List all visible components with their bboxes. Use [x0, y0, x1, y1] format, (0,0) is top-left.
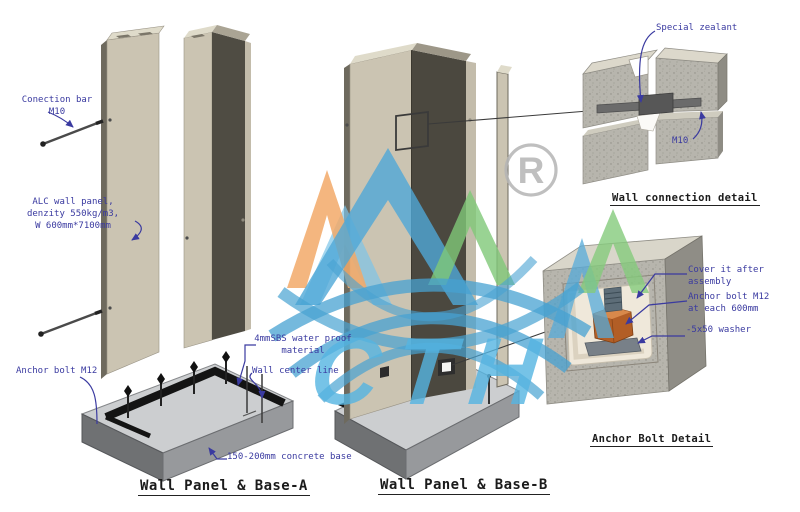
wall-panel-1 [101, 25, 165, 379]
anchor-bolt-label: Anchor bolt M12 [16, 366, 98, 376]
washer-label: -5x50 washer [686, 325, 752, 335]
cover-label: Cover it after assembly [688, 265, 764, 287]
wall-panel-2 [183, 25, 251, 349]
registered-r: R [518, 150, 545, 191]
connection-bar-label: Conection bar M10 [21, 95, 93, 117]
wall-center-line-label: Wall center line [252, 366, 339, 376]
watermark-text: CTH [306, 319, 560, 425]
connection-bar-rods [38, 119, 104, 337]
waterproof-label: 4mmSBS water proof material [254, 334, 352, 356]
anchor-detail-caption: Anchor Bolt Detail [590, 433, 714, 447]
m10-label: M10 [672, 136, 689, 146]
figure-a-art [38, 25, 295, 482]
figure-a-caption: Wall Panel & Base-A [138, 478, 310, 496]
wall-connection-caption: Wall connection detail [610, 192, 760, 206]
registered-trademark-icon: R [504, 143, 558, 197]
base-a-front-right [162, 400, 294, 482]
figure-b-caption: Wall Panel & Base-B [378, 477, 550, 495]
anchor-bolt-detail-label: Anchor bolt M12 at each 600mm [688, 292, 770, 314]
watermark-globe-arcs [268, 255, 592, 403]
watermark-peak-green-right [578, 209, 649, 293]
leader-lines [47, 30, 706, 460]
watermark-peak-green [428, 190, 515, 285]
watermark-logo: CTH [268, 148, 649, 425]
alc-panel-label: ALC wall panel, denzity 550kg/m3, W 600m… [26, 197, 120, 231]
bar-sleeve [638, 92, 674, 116]
special-sealant-label: Special zealant [656, 23, 738, 33]
cover-outline [562, 274, 659, 372]
anchor-bolts [124, 351, 230, 418]
wall-connection-detail-art [582, 47, 728, 185]
bolt-thread [603, 286, 623, 313]
sealant-notch [628, 55, 649, 78]
concrete-base-label: 150-200mm concrete base [227, 452, 352, 462]
detail-marker-connection [395, 110, 429, 152]
watermark-peak-blue-big [295, 148, 478, 305]
